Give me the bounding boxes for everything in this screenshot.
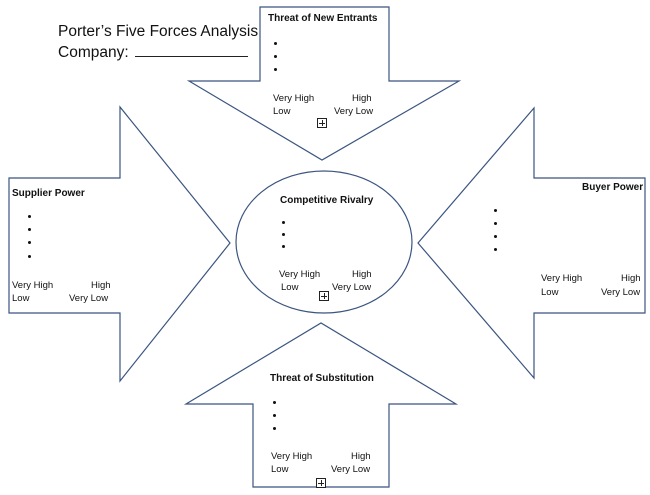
- bullet-dot: [494, 248, 497, 251]
- supplier-very-low: Very Low: [69, 293, 109, 304]
- bullet-dot: [273, 427, 276, 430]
- buyer-power-title: Buyer Power: [582, 182, 644, 193]
- competitive-rivalry-ellipse: [235, 170, 413, 314]
- rivalry-low: Low: [281, 282, 299, 293]
- bullet-dot: [274, 42, 277, 45]
- substitution-arrow: [183, 322, 459, 488]
- buyer-power-arrow: [417, 106, 646, 380]
- supplier-power-title: Supplier Power: [12, 188, 85, 199]
- bullet-dot: [282, 245, 285, 248]
- rivalry-very-low: Very Low: [332, 282, 372, 293]
- bullet-dot: [28, 228, 31, 231]
- substitution-expand-icon[interactable]: [316, 478, 326, 488]
- new-entrants-low: Low: [273, 106, 291, 117]
- new-entrants-very-high: Very High: [273, 93, 315, 104]
- company-line: Company:: [58, 42, 248, 63]
- bullet-dot: [274, 68, 277, 71]
- new-entrants-arrow: [186, 6, 462, 161]
- company-label: Company:: [58, 44, 129, 61]
- new-entrants-high: High: [352, 93, 372, 104]
- new-entrants-expand-icon[interactable]: [317, 118, 327, 128]
- substitution-low: Low: [271, 464, 289, 475]
- bullet-dot: [494, 235, 497, 238]
- substitution-high: High: [351, 451, 371, 462]
- bullet-dot: [282, 233, 285, 236]
- supplier-low: Low: [12, 293, 30, 304]
- rivalry-very-high: Very High: [279, 269, 321, 280]
- bullet-dot: [28, 255, 31, 258]
- buyer-high: High: [621, 273, 641, 284]
- supplier-power-arrow: [8, 105, 231, 383]
- bullet-dot: [274, 55, 277, 58]
- rivalry-high: High: [352, 269, 372, 280]
- bullet-dot: [273, 401, 276, 404]
- substitution-title: Threat of Substitution: [270, 373, 374, 384]
- supplier-high: High: [91, 280, 111, 291]
- substitution-very-high: Very High: [271, 451, 313, 462]
- substitution-very-low: Very Low: [331, 464, 371, 475]
- bullet-dot: [494, 222, 497, 225]
- supplier-very-high: Very High: [12, 280, 54, 291]
- buyer-low: Low: [541, 287, 559, 298]
- buyer-very-low: Very Low: [601, 287, 641, 298]
- bullet-dot: [28, 241, 31, 244]
- new-entrants-title: Threat of New Entrants: [268, 13, 378, 24]
- bullet-dot: [282, 221, 285, 224]
- page-title: Porter’s Five Forces Analysis: [58, 23, 259, 40]
- company-input-line[interactable]: [134, 42, 248, 57]
- rivalry-title: Competitive Rivalry: [280, 195, 374, 206]
- new-entrants-very-low: Very Low: [334, 106, 374, 117]
- bullet-dot: [273, 414, 276, 417]
- buyer-very-high: Very High: [541, 273, 583, 284]
- bullet-dot: [28, 215, 31, 218]
- bullet-dot: [494, 209, 497, 212]
- rivalry-expand-icon[interactable]: [319, 291, 329, 301]
